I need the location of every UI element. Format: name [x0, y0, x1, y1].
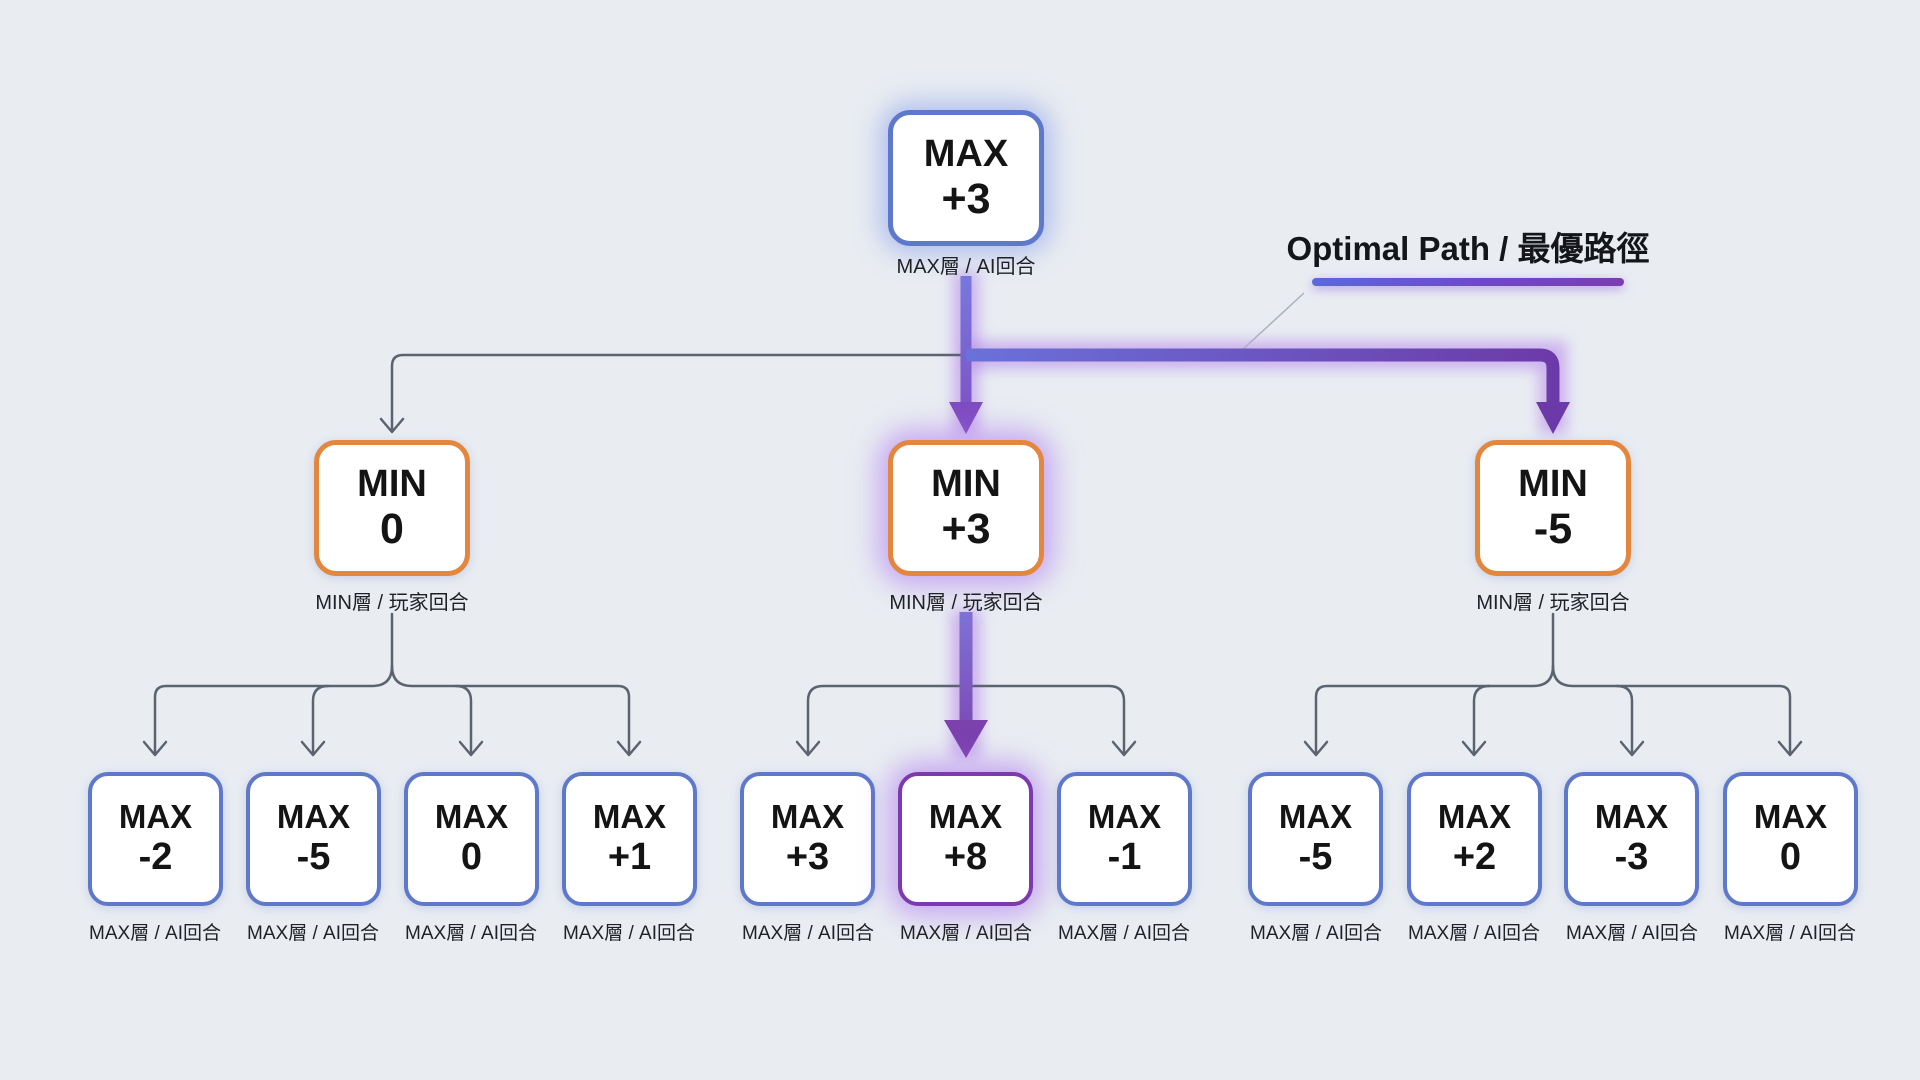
caption-min-center: MIN層 / 玩家回合 — [889, 592, 1043, 614]
node-value: -5 — [296, 836, 331, 879]
node-value: +3 — [941, 175, 991, 224]
caption-min-right: MIN層 / 玩家回合 — [1476, 592, 1630, 614]
node-type: MAX — [1087, 798, 1162, 836]
node-type: MIN — [931, 462, 1001, 505]
arrowhead-leaf8 — [1303, 740, 1329, 757]
node-value: -5 — [1533, 505, 1573, 554]
node-type: MIN — [1518, 462, 1588, 505]
caption-leaf-4: MAX層 / AI回合 — [563, 923, 695, 944]
node-root-max: MAX +3 — [888, 110, 1044, 246]
node-leaf-10: MAX -3 — [1564, 772, 1699, 906]
node-value: +2 — [1452, 836, 1497, 879]
node-leaf-7: MAX -1 — [1057, 772, 1192, 906]
edge-min0-to-leaf2 — [311, 684, 330, 754]
node-leaf-5: MAX +3 — [740, 772, 875, 906]
legend-leader-line — [1240, 292, 1305, 352]
node-value: -2 — [138, 836, 173, 879]
node-type: MIN — [357, 462, 427, 505]
node-value: +1 — [607, 836, 652, 879]
node-type: MAX — [923, 132, 1009, 175]
node-min-right: MIN -5 — [1475, 440, 1631, 576]
edge-min5-to-leaf10 — [1615, 684, 1634, 754]
caption-min-left: MIN層 / 玩家回合 — [315, 592, 469, 614]
node-value: +3 — [785, 836, 830, 879]
arrowhead-leaf5 — [795, 740, 821, 757]
caption-leaf-5: MAX層 / AI回合 — [742, 923, 874, 944]
caption-leaf-1: MAX層 / AI回合 — [89, 923, 221, 944]
edge-min5-to-leaf8 — [1314, 664, 1555, 754]
node-leaf-9: MAX +2 — [1407, 772, 1542, 906]
node-value: 0 — [460, 836, 483, 879]
optimal-arrowhead-min3 — [949, 402, 983, 434]
legend-label: Optimal Path / 最優路徑 — [1286, 230, 1650, 267]
node-value: -5 — [1298, 836, 1333, 879]
caption-leaf-7: MAX層 / AI回合 — [1058, 923, 1190, 944]
arrowhead-min0 — [379, 417, 405, 434]
arrowhead-leaf3 — [458, 740, 484, 757]
node-type: MAX — [1753, 798, 1828, 836]
edge-min5-to-leaf11 — [1551, 664, 1792, 754]
caption-leaf-11: MAX層 / AI回合 — [1724, 923, 1856, 944]
optimal-arrowhead-leaf6 — [944, 720, 988, 758]
node-value: -1 — [1107, 836, 1142, 879]
arrowhead-leaf2 — [300, 740, 326, 757]
edge-min0-to-leaf4 — [390, 664, 631, 754]
arrowhead-leaf9 — [1461, 740, 1487, 757]
edge-root-to-min0 — [390, 353, 968, 431]
arrowhead-leaf1 — [142, 740, 168, 757]
node-type: MAX — [1594, 798, 1669, 836]
edge-min0-to-leaf1 — [153, 664, 394, 754]
node-value: +3 — [941, 505, 991, 554]
node-value: +8 — [943, 836, 988, 879]
node-leaf-8: MAX -5 — [1248, 772, 1383, 906]
arrowhead-leaf4 — [616, 740, 642, 757]
node-min-center: MIN +3 — [888, 440, 1044, 576]
legend-gradient-line — [1312, 278, 1624, 286]
node-type: MAX — [928, 798, 1003, 836]
caption-root: MAX層 / AI回合 — [896, 256, 1036, 278]
arrowhead-leaf7 — [1111, 740, 1137, 757]
node-leaf-1: MAX -2 — [88, 772, 223, 906]
node-type: MAX — [118, 798, 193, 836]
edge-min5-to-leaf9 — [1472, 684, 1491, 754]
node-leaf-11: MAX 0 — [1723, 772, 1858, 906]
optimal-edge-root-to-min5 — [966, 348, 1560, 404]
node-value: -3 — [1614, 836, 1649, 879]
caption-leaf-10: MAX層 / AI回合 — [1566, 923, 1698, 944]
arrowhead-leaf11 — [1777, 740, 1803, 757]
node-type: MAX — [276, 798, 351, 836]
node-type: MAX — [1437, 798, 1512, 836]
caption-leaf-2: MAX層 / AI回合 — [247, 923, 379, 944]
legend-optimal-path: Optimal Path / 最優路徑 — [1268, 222, 1668, 286]
arrowhead-leaf10 — [1619, 740, 1645, 757]
node-min-left: MIN 0 — [314, 440, 470, 576]
node-leaf-6-optimal: MAX +8 — [898, 772, 1033, 906]
caption-leaf-8: MAX層 / AI回合 — [1250, 923, 1382, 944]
caption-leaf-9: MAX層 / AI回合 — [1408, 923, 1540, 944]
node-type: MAX — [1278, 798, 1353, 836]
caption-leaf-3: MAX層 / AI回合 — [405, 923, 537, 944]
node-type: MAX — [434, 798, 509, 836]
caption-leaf-6: MAX層 / AI回合 — [900, 923, 1032, 944]
node-leaf-2: MAX -5 — [246, 772, 381, 906]
node-value: 0 — [380, 505, 404, 554]
node-value: 0 — [1779, 836, 1802, 879]
optimal-arrowhead-min5 — [1536, 402, 1570, 434]
node-leaf-3: MAX 0 — [404, 772, 539, 906]
node-type: MAX — [592, 798, 667, 836]
node-leaf-4: MAX +1 — [562, 772, 697, 906]
edge-min0-to-leaf3 — [454, 684, 473, 754]
node-type: MAX — [770, 798, 845, 836]
